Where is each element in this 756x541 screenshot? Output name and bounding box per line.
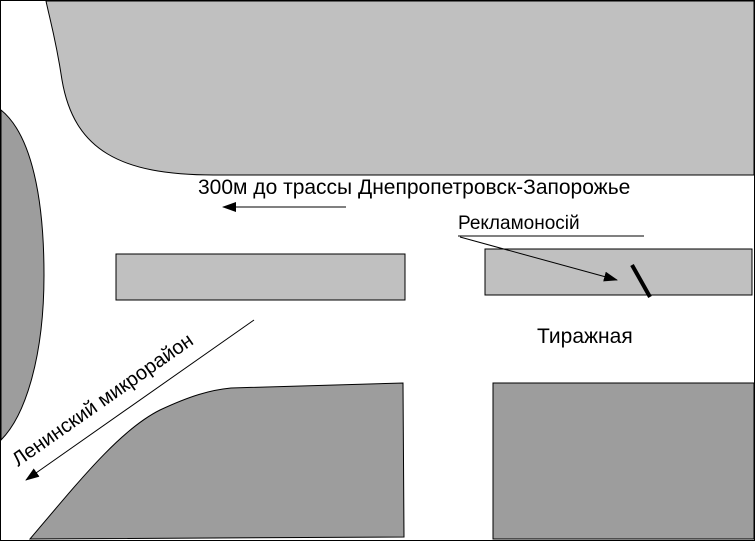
district-arrow bbox=[25, 319, 255, 481]
route-hint-label: 300м до трассы Днепропетровск-Запорожье bbox=[198, 176, 630, 199]
block-top-right bbox=[45, 0, 755, 176]
block-middle bbox=[115, 253, 406, 301]
billboard-pointer-arrow bbox=[459, 236, 618, 282]
street-label: Тиражная bbox=[537, 325, 633, 348]
block-left bbox=[0, 108, 45, 442]
billboard-marker bbox=[630, 264, 652, 298]
block-right-strip bbox=[484, 248, 753, 296]
block-bottom-left bbox=[28, 382, 405, 540]
billboard-label: Рекламоносій bbox=[458, 213, 580, 234]
block-bottom-right bbox=[492, 382, 755, 540]
